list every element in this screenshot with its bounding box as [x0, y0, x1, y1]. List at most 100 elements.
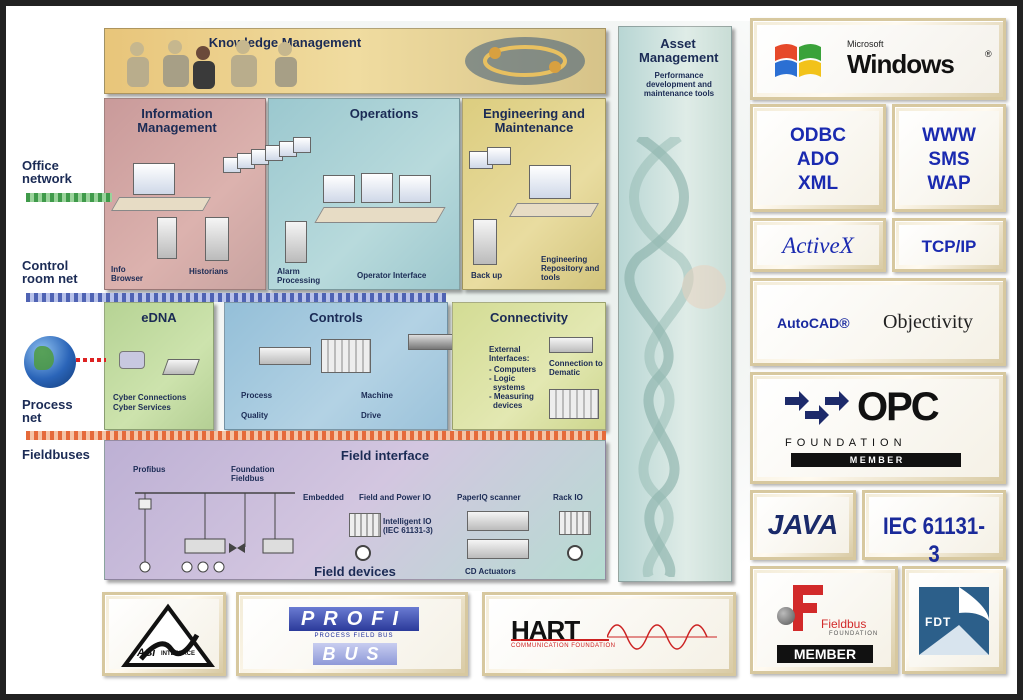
odbc-ado-xml-tile[interactable]: ODBC ADO XML: [750, 104, 886, 212]
alarm-server: [285, 221, 307, 263]
intelligent-io-label: Intelligent IO: [383, 517, 432, 526]
edna-title: eDNA: [141, 310, 177, 325]
desk-graphic: [110, 197, 212, 211]
external-item-measuring: - Measuring: [489, 392, 534, 401]
globe-link-arrow: [76, 358, 106, 362]
java-label: JAVA: [767, 509, 839, 540]
activex-tile[interactable]: ActiveX: [750, 218, 886, 272]
iec-61131-tile[interactable]: IEC 61131-3: [862, 490, 1006, 568]
fdt-label: FDT: [925, 615, 952, 629]
foundation-fieldbus-label: Foundation Fieldbus: [231, 465, 275, 483]
fieldbus-wiring-graphic: [135, 492, 295, 573]
asset-management-title: Asset Management: [639, 36, 719, 65]
globe-network-graphic: [465, 37, 585, 85]
fieldbus-foundation-tile[interactable]: Fieldbus FOUNDATION MEMBER: [750, 566, 898, 674]
connection-dematic-label: Connection to Dematic: [549, 359, 603, 377]
field-interface-layer: Field interface Profibus Foundation Fiel…: [104, 440, 606, 580]
controls-title: Controls: [309, 310, 363, 325]
asi-interface-sublabel: INTERFACE: [161, 651, 196, 657]
info-browser-label: Info Browser: [111, 265, 144, 283]
fdt-tile[interactable]: FDT: [902, 566, 1006, 674]
historian-server: [205, 217, 229, 261]
intelligent-io-module: [349, 513, 381, 537]
dna-helix-graphic: [624, 137, 726, 577]
asi-label: ASi: [137, 647, 156, 659]
process-net-stripe: [26, 431, 606, 440]
profibus-label: Profibus: [133, 465, 166, 474]
www-sms-wap-tile[interactable]: WWW SMS WAP: [892, 104, 1006, 212]
engineering-desk: [508, 203, 600, 217]
opc-arrows-icon: [785, 391, 849, 425]
www-label: WWW: [922, 125, 976, 146]
field-devices-title: Field devices: [314, 564, 396, 579]
process-controller: [259, 347, 311, 365]
fieldbuses-label: Fieldbuses: [22, 447, 90, 462]
operator-monitor-2: [361, 173, 393, 203]
paperiq-scanner-label: PaperIQ scanner: [457, 493, 521, 502]
windows-flag-icon: [775, 44, 821, 77]
wap-label: WAP: [927, 173, 971, 194]
windows-logo-tile[interactable]: Microsoft Windows ®: [750, 18, 1006, 100]
connection-gateway: [549, 337, 593, 353]
monitor-bank-graphic: [223, 133, 323, 179]
opc-foundation-tile[interactable]: OPC F O U N D A T I O N M E M B E R: [750, 372, 1006, 484]
field-power-io-label: Field and Power IO: [359, 493, 432, 502]
profibus-tile[interactable]: PROFI PROCESS FIELD BUS BUS: [236, 592, 468, 676]
bus-label: BUS: [313, 643, 397, 665]
globe-land: [34, 346, 54, 370]
tcpip-tile[interactable]: TCP/IP: [892, 218, 1006, 272]
back-up-label: Back up: [471, 271, 503, 280]
external-item-systems: systems: [493, 383, 526, 392]
process-label: Process: [241, 391, 273, 400]
fieldbus-foundation-sublabel: FOUNDATION: [829, 631, 879, 637]
control-room-net-label: Control room net: [22, 258, 78, 286]
hart-red-bar: [511, 639, 609, 641]
engineering-monitor: [529, 165, 571, 199]
objectivity-label: Objectivity: [883, 311, 973, 333]
controls-layer: Controls Process Machine Quality Drive: [224, 302, 448, 430]
external-interfaces-label: External Interfaces:: [489, 345, 530, 363]
external-item-computers: - Computers: [489, 365, 537, 374]
operator-monitor-1: [323, 175, 355, 203]
information-management-title: Information Management: [137, 106, 217, 135]
odbc-label: ODBC: [790, 125, 846, 146]
opc-member-badge: M E M B E R: [791, 453, 961, 467]
fieldbus-label: Fieldbus: [821, 617, 867, 631]
opc-label: OPC: [857, 385, 940, 429]
edna-node: [119, 351, 145, 369]
control-room-net-stripe: [26, 293, 446, 302]
machine-controller: [321, 339, 371, 373]
hart-sublabel: COMMUNICATION FOUNDATION: [511, 643, 616, 649]
fieldbus-member-badge: MEMBER: [777, 645, 873, 663]
field-interface-title: Field interface: [340, 448, 430, 463]
autocad-objectivity-tile[interactable]: AutoCAD® Objectivity: [750, 278, 1006, 366]
profi-label: PROFI: [289, 607, 419, 631]
iec-61131-label: (IEC 61131-3): [383, 526, 433, 535]
windows-registered-mark: ®: [985, 49, 992, 59]
quality-label: Quality: [241, 411, 269, 420]
information-management-layer: Information Management Info Browser Hist…: [104, 98, 266, 290]
process-net-label: Process net: [22, 397, 73, 425]
rack-actuator-icon: [567, 545, 583, 561]
hart-sine-wave-icon: [607, 624, 717, 650]
asi-triangle-icon: [121, 603, 215, 667]
external-item-logic: - Logic: [489, 374, 516, 383]
hart-tile[interactable]: HART COMMUNICATION FOUNDATION: [482, 592, 736, 676]
historians-label: Historians: [189, 267, 229, 276]
engineering-maintenance-title: Engineering and Maintenance: [483, 106, 585, 135]
connectivity-layer: Connectivity External Interfaces: - Comp…: [452, 302, 606, 430]
connectivity-rack: [549, 389, 599, 419]
people-graphic: [127, 40, 297, 89]
operator-desk: [314, 207, 446, 223]
asi-interface-tile[interactable]: ASi INTERFACE: [102, 592, 226, 676]
operations-layer: Operations Alarm Processing Operator Int…: [223, 98, 460, 290]
profibus-tagline: PROCESS FIELD BUS: [314, 633, 394, 639]
office-network-label: Office network: [22, 158, 72, 186]
sms-label: SMS: [928, 149, 970, 170]
fieldbus-globe-icon: [777, 607, 795, 625]
xml-label: XML: [797, 173, 839, 194]
java-tile[interactable]: JAVA: [750, 490, 856, 560]
cd-actuator: [467, 539, 529, 559]
info-server: [157, 217, 177, 259]
automation-architecture-diagram: Asset Management Performance development…: [6, 6, 1017, 694]
